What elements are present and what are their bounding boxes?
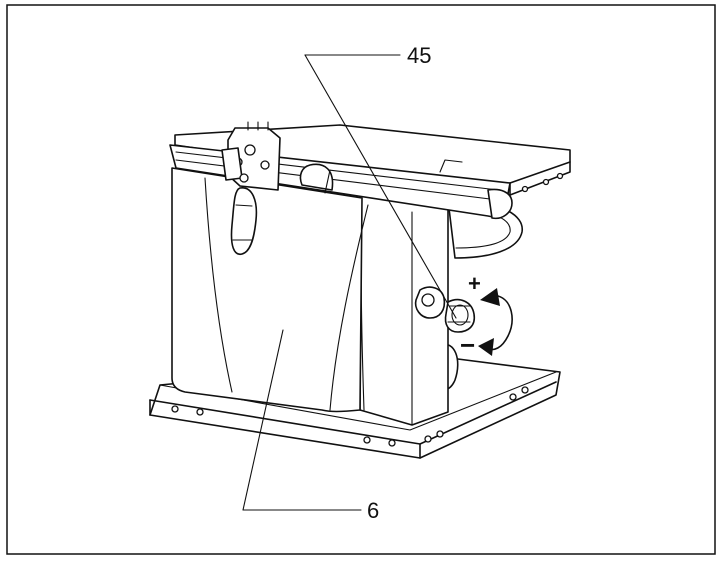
base-hole <box>196 408 204 416</box>
base-hole <box>363 436 371 444</box>
table-hole <box>521 185 529 193</box>
clamp-handle <box>230 187 258 255</box>
leader-line-knob <box>304 54 457 319</box>
base-hole <box>388 439 396 447</box>
table-hole <box>556 172 564 180</box>
plus-symbol: + <box>468 271 481 296</box>
base-hole <box>509 393 517 401</box>
adjustment-knob <box>414 286 476 333</box>
table-hole <box>542 178 550 186</box>
rotation-arrows <box>478 288 513 356</box>
callout-body-label: 6 <box>367 498 379 523</box>
base-hole <box>436 430 444 438</box>
minus-symbol: − <box>460 330 475 360</box>
base-hole <box>171 405 179 413</box>
fence-clamp <box>221 121 281 255</box>
base-hole <box>521 386 529 394</box>
base-hole <box>424 435 432 443</box>
callout-knob-label: 45 <box>407 43 431 68</box>
housing-front <box>171 167 369 413</box>
leader-line-body <box>242 329 284 511</box>
